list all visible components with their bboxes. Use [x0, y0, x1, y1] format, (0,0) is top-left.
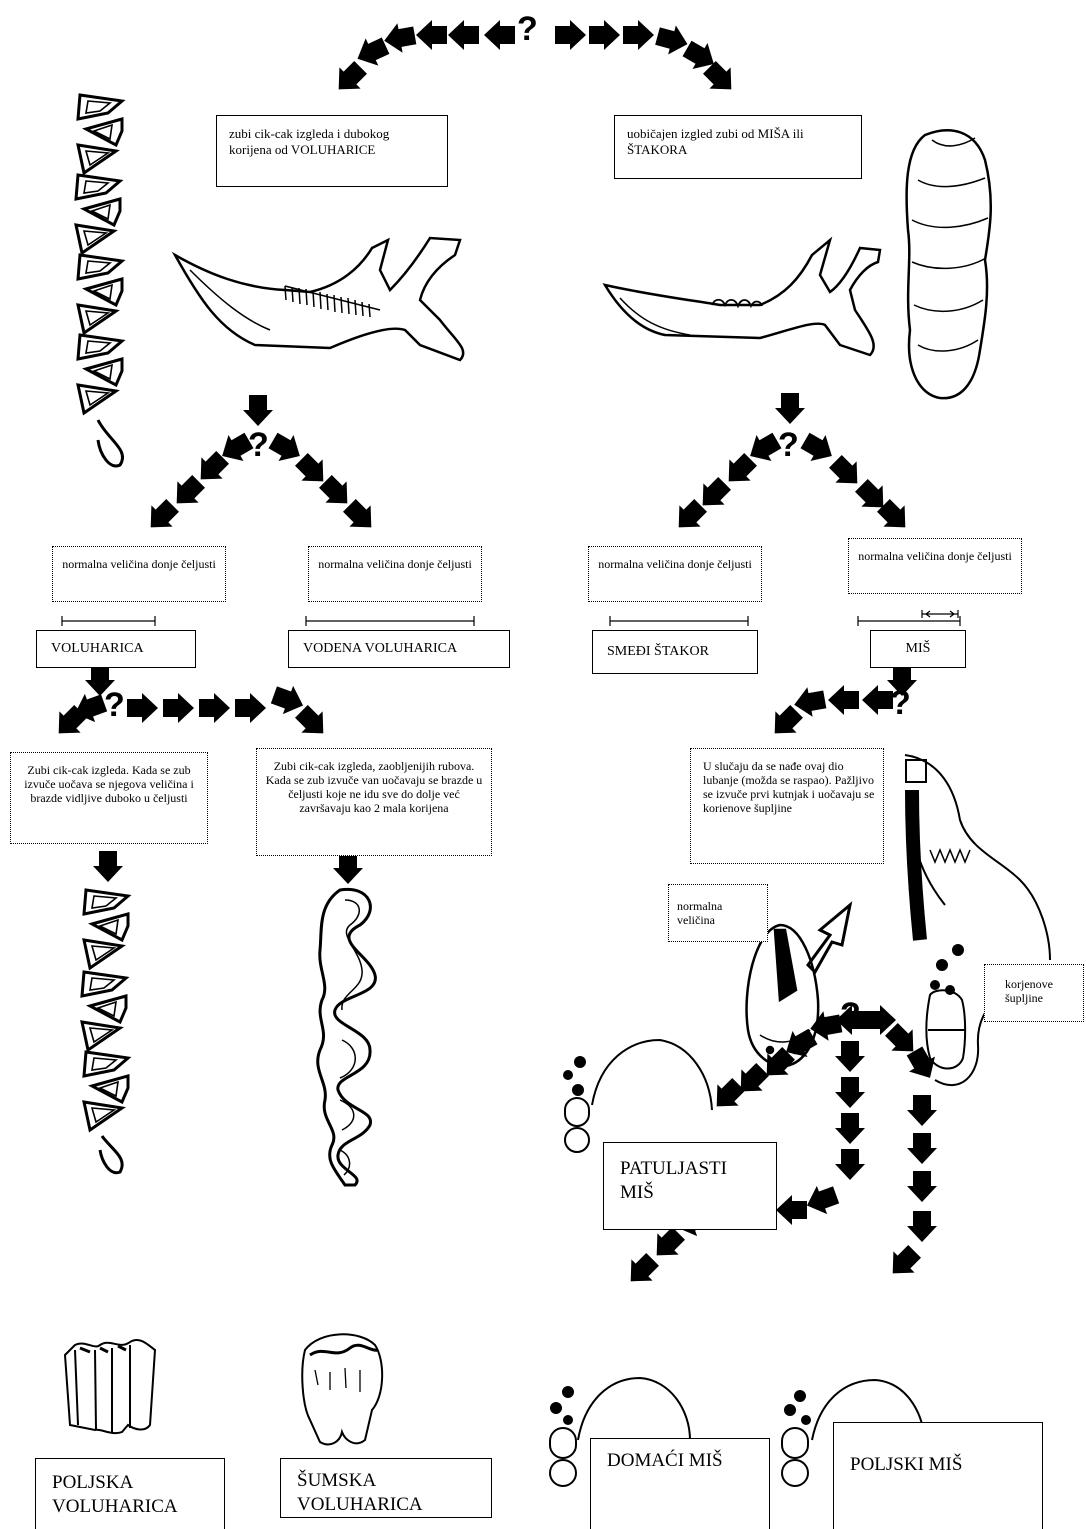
label-mis: MIŠ — [870, 630, 966, 668]
bank-vole-molar — [316, 887, 377, 1187]
desc-skull-fragment: U slučaju da se nađe ovaj dio lubanje (m… — [690, 748, 884, 864]
label-voluharica: VOLUHARICA — [36, 630, 196, 668]
field-mouse-teeth — [781, 1378, 926, 1487]
mouse-jaw — [602, 236, 882, 357]
desc-field-vole: Zubi cik-cak izgleda. Kada se zub izvuče… — [10, 752, 208, 844]
right-fork-arrows — [668, 393, 916, 538]
bank-vole-molar-3d — [301, 1333, 384, 1446]
label-patuljasti-mis: PATULJASTI MIŠ — [603, 1142, 777, 1230]
mouse-question-mark: ? — [890, 684, 911, 722]
size-note-mouse: normalna veličina donje čeljusti — [848, 538, 1022, 594]
mouse-molar-top-right — [905, 129, 992, 400]
size-note-rat: normalna veličina donje čeljusti — [588, 546, 762, 602]
vole-molar-lower-left — [80, 888, 130, 1175]
label-smedi-stakor: SMEĐI ŠTAKOR — [592, 630, 758, 674]
top-question-mark: ? — [517, 10, 538, 48]
pygmy-mouse-teeth — [563, 1038, 713, 1153]
size-note-vole: normalna veličina donje čeljusti — [52, 546, 226, 602]
scale-bars — [61, 610, 961, 626]
label-poljski-mis: POLJSKI MIŠ — [833, 1422, 1043, 1529]
right-question-mark: ? — [778, 426, 799, 464]
desc-bank-vole: Zubi cik-cak izgleda, zaobljenijih rubov… — [256, 748, 492, 856]
normal-size-note: normalna veličina — [668, 884, 768, 942]
vole-question-mark: ? — [104, 686, 125, 724]
left-question-mark: ? — [248, 426, 269, 464]
root-holes-note: korjenove šupljine — [984, 964, 1084, 1022]
mouse-teeth-box: uobičajen izgled zubi od MIŠA ili ŠTAKOR… — [614, 115, 862, 179]
size-note-water-vole: normalna veličina donje čeljusti — [308, 546, 482, 602]
left-fork-arrows — [140, 395, 382, 538]
label-poljska-voluharica: POLJSKA VOLUHARICA — [35, 1458, 225, 1529]
vole-branch-arrows — [48, 665, 334, 744]
field-vole-molar-3d — [63, 1339, 157, 1435]
label-domaci-mis: DOMAĆI MIŠ — [590, 1438, 770, 1529]
vole-jaw — [171, 236, 465, 362]
label-vodena-voluharica: VODENA VOLUHARICA — [288, 630, 510, 668]
vole-molar-top-left — [74, 93, 124, 468]
jaw-fragment — [904, 754, 1051, 1086]
label-sumska-voluharica: ŠUMSKA VOLUHARICA — [280, 1458, 492, 1518]
vole-teeth-box: zubi cik-cak izgleda i dubokog korijena … — [216, 115, 448, 187]
house-mouse-teeth — [549, 1376, 691, 1487]
bottom-question-mark: ? — [840, 996, 861, 1034]
